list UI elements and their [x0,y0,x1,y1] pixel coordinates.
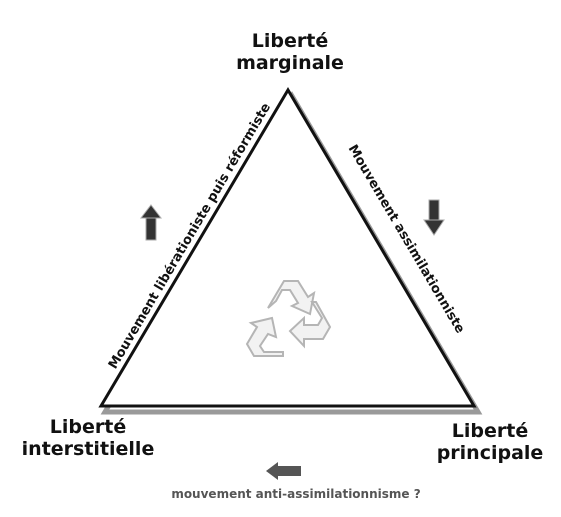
corner-label-top: Liberté marginale [210,30,370,74]
corner-label-right-line2: principale [436,442,544,464]
recycle-icon [245,280,332,357]
arrow-down-icon [423,199,445,236]
triangle-outline [98,87,477,408]
corner-label-left-line1: Liberté [49,416,127,438]
corner-label-right: Liberté principale [410,420,561,464]
corner-label-left-line2: interstitielle [21,438,155,460]
arrow-up-icon [139,204,163,241]
bottom-caption: mouvement anti-assimilationnisme ? [171,487,420,501]
corner-label-left: Liberté interstitielle [8,416,168,460]
corner-label-top-line2: marginale [236,52,344,74]
corner-label-right-line1: Liberté [451,420,529,442]
arrow-left-icon [266,462,301,480]
corner-label-top-line1: Liberté [251,30,329,52]
